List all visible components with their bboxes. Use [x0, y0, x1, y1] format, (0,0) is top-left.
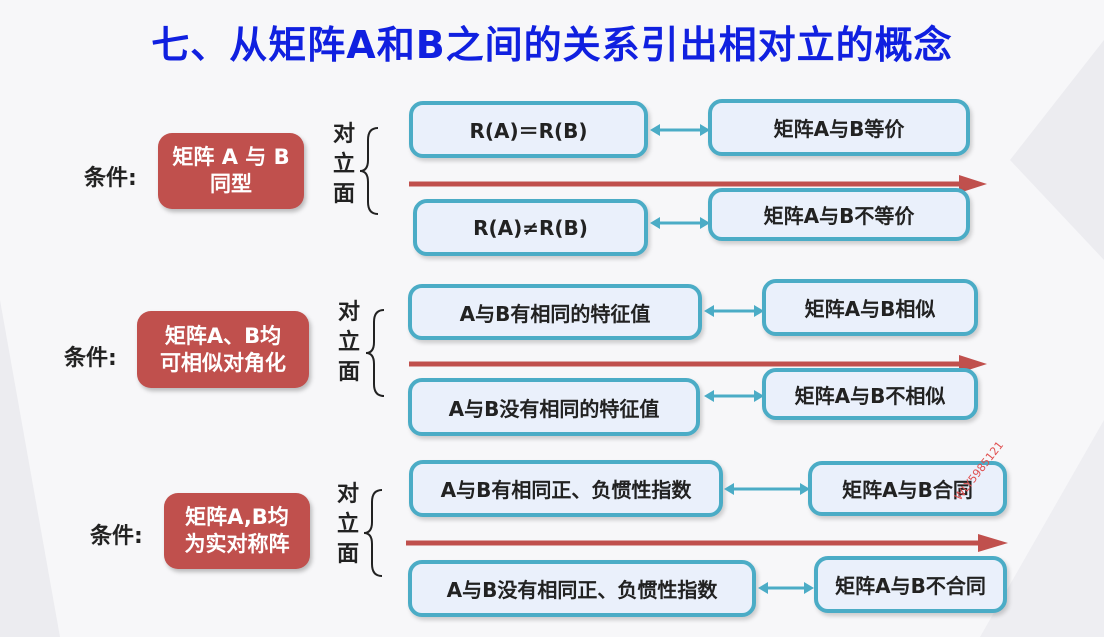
not-equivalent-box: 矩阵A与B不等价	[708, 188, 970, 241]
brace-icon	[363, 489, 383, 577]
condition-label: 条件:	[90, 524, 143, 549]
double-arrow-icon	[758, 582, 814, 594]
opposite-label: 对立面	[336, 482, 359, 567]
same-inertia-index-box: A与B有相同正、负惯性指数	[409, 460, 723, 517]
not-congruent-box: 矩阵A与B不合同	[814, 556, 1007, 613]
double-arrow-icon	[650, 217, 710, 229]
red-arrow-line	[409, 175, 987, 193]
similar-box: 矩阵A与B相似	[762, 279, 978, 336]
brace-icon	[359, 127, 379, 215]
no-same-eigenvalue-box: A与B没有相同的特征值	[408, 378, 700, 436]
double-arrow-icon	[650, 124, 710, 136]
same-eigenvalue-box: A与B有相同的特征值	[408, 284, 702, 340]
double-arrow-icon	[704, 390, 764, 402]
condition-label: 条件:	[84, 166, 137, 191]
rank-equal-box: R(A)＝R(B)	[409, 101, 648, 158]
opposite-label: 对立面	[337, 300, 360, 385]
page-title: 七、从矩阵A和B之间的关系引出相对立的概念	[151, 23, 953, 67]
equivalent-box: 矩阵A与B等价	[708, 99, 970, 156]
condition-box: 矩阵 A 与 B 同型	[158, 133, 304, 209]
condition-box: 矩阵A、B均 可相似对角化	[137, 311, 309, 388]
not-similar-box: 矩阵A与B不相似	[762, 368, 978, 420]
double-arrow-icon	[704, 305, 764, 317]
congruent-box: 矩阵A与B合同	[808, 461, 1007, 516]
brace-icon	[365, 309, 385, 397]
double-arrow-icon	[724, 483, 810, 495]
opposite-label: 对立面	[332, 122, 355, 207]
condition-box: 矩阵A,B均 为实对称阵	[164, 493, 310, 569]
no-same-inertia-index-box: A与B没有相同正、负惯性指数	[408, 560, 756, 617]
condition-label: 条件:	[64, 346, 117, 371]
rank-not-equal-box: R(A)≠R(B)	[413, 199, 648, 256]
red-arrow-line	[406, 534, 1008, 552]
